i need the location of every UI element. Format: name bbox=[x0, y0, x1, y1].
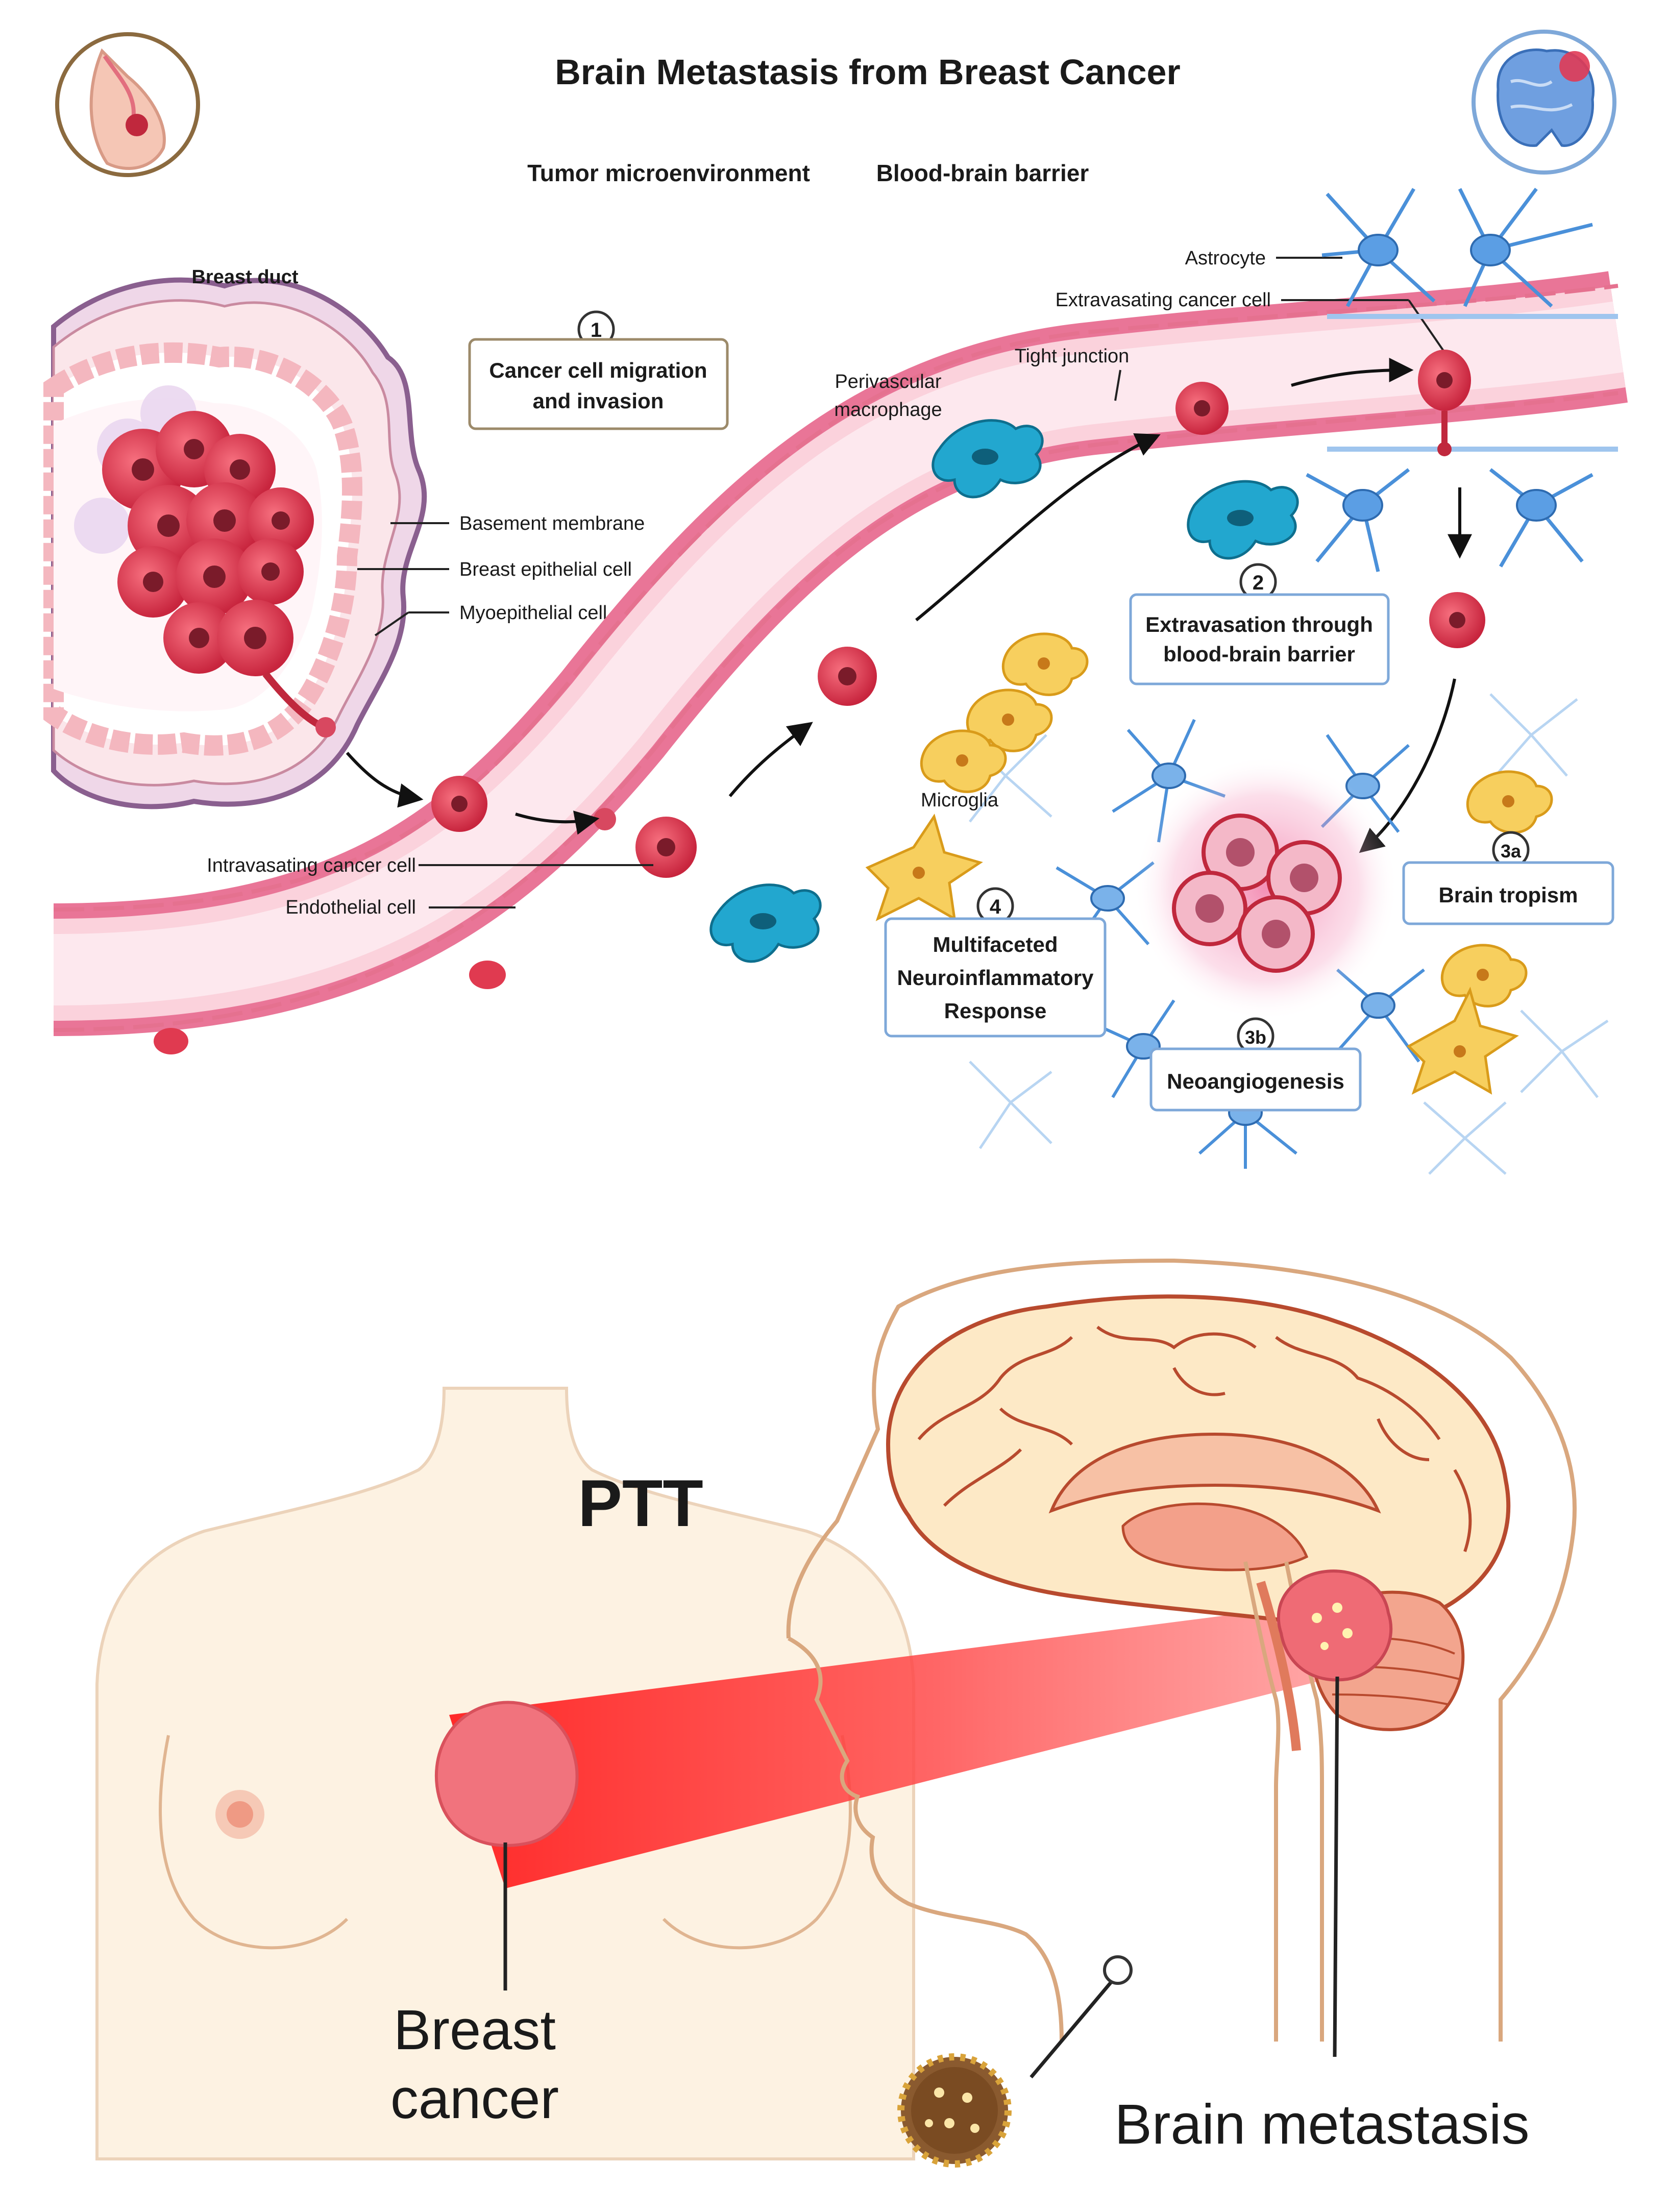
brain-metastasis-leader bbox=[1333, 1676, 1339, 2057]
breast-duct-label: Breast duct bbox=[191, 266, 298, 288]
step-1-number: 1 bbox=[591, 319, 602, 341]
breast-duct bbox=[43, 277, 427, 809]
nanoparticle-icon bbox=[897, 1955, 1133, 2168]
step-3a-box: 3a Brain tropism bbox=[1402, 831, 1614, 925]
extravasating-cancer-cell-label: Extravasating cancer cell bbox=[1056, 289, 1271, 311]
extravasating-cancer-cell bbox=[1418, 350, 1471, 456]
astrocyte-label: Astrocyte bbox=[1185, 248, 1266, 269]
tumor-microenvironment-label: Tumor microenvironment bbox=[527, 160, 810, 186]
blood-brain-barrier-label: Blood-brain barrier bbox=[876, 160, 1089, 186]
step-4-line3: Response bbox=[944, 999, 1047, 1023]
perivascular-macrophage-label-line2: macrophage bbox=[834, 399, 942, 421]
perivascular-macrophages bbox=[709, 419, 1299, 963]
step-3b-label: Neoangiogenesis bbox=[1167, 1069, 1344, 1093]
breast-tumor bbox=[434, 1701, 579, 1847]
step-4-box: 4 Multifaceted Neuroinflammatory Respons… bbox=[884, 887, 1107, 1038]
breast-thumbnail-icon bbox=[55, 32, 200, 177]
primary-tumor-cluster bbox=[74, 385, 336, 738]
step-4-number: 4 bbox=[990, 896, 1001, 918]
astrocyte-network-top bbox=[1306, 187, 1618, 572]
microglia-nuclei bbox=[913, 657, 1514, 1058]
brain-metastasis-tumor bbox=[1277, 1569, 1393, 1682]
myoepithelial-cell-label: Myoepithelial cell bbox=[459, 602, 607, 624]
brain-thumbnail-icon bbox=[1472, 30, 1616, 175]
tight-junction-label: Tight junction bbox=[1015, 346, 1130, 367]
step-2-box: 2 Extravasation through blood-brain barr… bbox=[1129, 563, 1390, 685]
brain-astrocyte-bodies bbox=[1090, 763, 1395, 1126]
astrocyte-bodies-top bbox=[1342, 234, 1557, 522]
ptt-laser-beam bbox=[449, 1608, 1327, 1888]
flow-arrows bbox=[346, 358, 1472, 853]
vessel-leader-lines bbox=[419, 257, 1445, 908]
step-3b-number: 3b bbox=[1245, 1027, 1266, 1048]
figure-title: Brain Metastasis from Breast Cancer bbox=[555, 52, 1180, 92]
blood-vessel bbox=[53, 271, 1628, 1036]
duct-leader-lines bbox=[357, 522, 449, 636]
brain-metastasis-label: Brain metastasis bbox=[1114, 2093, 1529, 2156]
step-2-line1: Extravasation through bbox=[1145, 612, 1373, 636]
step-3b-box: 3b Neoangiogenesis bbox=[1149, 1017, 1362, 1112]
step-4-line2: Neuroinflammatory bbox=[897, 966, 1094, 990]
breast-epithelial-cell-label: Breast epithelial cell bbox=[459, 559, 632, 580]
step-1-line2: and invasion bbox=[533, 389, 664, 413]
step-2-line2: blood-brain barrier bbox=[1163, 642, 1355, 666]
vessel-cells bbox=[154, 382, 1229, 1054]
step-3a-number: 3a bbox=[1501, 841, 1522, 862]
step-1-box: 1 Cancer cell migration and invasion bbox=[468, 310, 729, 430]
perivascular-macrophage-label-line1: Perivascular bbox=[835, 371, 941, 392]
step-4-line1: Multifaceted bbox=[933, 932, 1058, 956]
breast-cancer-label-line2: cancer bbox=[390, 2068, 559, 2130]
microglia-label: Microglia bbox=[921, 790, 999, 811]
endothelial-cell-label: Endothelial cell bbox=[285, 897, 416, 918]
basement-membrane-label: Basement membrane bbox=[459, 513, 645, 534]
step-1-line1: Cancer cell migration bbox=[489, 358, 707, 382]
step-2-number: 2 bbox=[1253, 572, 1264, 594]
ptt-label: PTT bbox=[578, 1466, 703, 1540]
step-3a-label: Brain tropism bbox=[1438, 883, 1578, 907]
brain-metastatic-tumor bbox=[1133, 755, 1399, 1021]
breast-cancer-label-line1: Breast bbox=[394, 1999, 556, 2061]
intravasating-cancer-cell-label: Intravasating cancer cell bbox=[207, 855, 416, 876]
head-profile bbox=[786, 1258, 1577, 2042]
